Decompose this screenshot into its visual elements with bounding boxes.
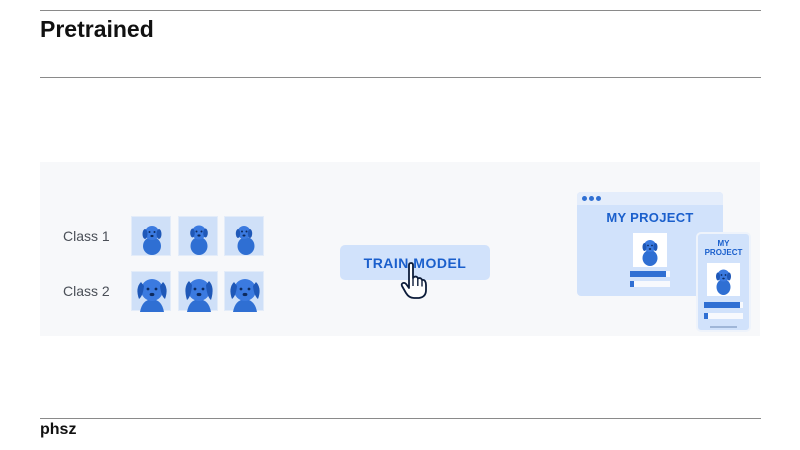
class-1-sample	[224, 216, 264, 256]
phone-confidence-bar-track	[704, 302, 743, 308]
puppy-icon	[190, 225, 208, 255]
window-dot	[582, 196, 587, 201]
confidence-bar-fill	[630, 281, 634, 287]
class-1-label: Class 1	[63, 228, 110, 244]
window-titlebar	[577, 192, 723, 205]
phone-confidence-bar-track	[704, 313, 743, 319]
phone-title-line-1: MY	[717, 239, 730, 248]
puppy-icon	[142, 226, 162, 255]
phone-confidence-bar-fill	[704, 302, 740, 308]
phone-title: MY PROJECT	[698, 239, 749, 257]
footer-divider	[40, 418, 761, 419]
puppy-icon	[716, 269, 731, 295]
puppy-icon	[642, 240, 658, 266]
phone-prediction-image	[707, 263, 740, 296]
confidence-bar-fill	[630, 271, 666, 277]
project-window-title: MY PROJECT	[606, 210, 694, 225]
top-divider	[40, 10, 761, 11]
teachable-machine-banner: Class 1 Class 2	[40, 162, 760, 336]
class-1-sample	[131, 216, 171, 256]
puppy-icon	[235, 226, 255, 255]
phone-confidence-bar-fill	[704, 313, 708, 319]
dog-face-icon	[137, 279, 167, 312]
class-2-sample	[224, 271, 264, 312]
class-2-label: Class 2	[63, 283, 110, 299]
phone-home-indicator	[710, 326, 737, 328]
hand-pointer-icon	[400, 262, 428, 300]
window-dot	[596, 196, 601, 201]
confidence-bar-track	[630, 281, 670, 287]
project-window: MY PROJECT	[577, 192, 723, 296]
prediction-image	[633, 233, 667, 267]
window-dot	[589, 196, 594, 201]
page-title: Pretrained	[40, 16, 154, 42]
class-2-sample	[178, 271, 218, 312]
phone-title-line-2: PROJECT	[704, 248, 743, 257]
phone-preview: MY PROJECT	[696, 232, 751, 332]
confidence-bar-track	[630, 271, 670, 277]
dog-face-icon	[185, 279, 213, 312]
title-divider	[40, 77, 761, 78]
footer-text: phsz	[40, 421, 77, 438]
train-model-button[interactable]: TRAIN MODEL	[340, 245, 490, 280]
dog-face-icon	[230, 279, 260, 312]
class-2-sample	[131, 271, 171, 312]
class-1-sample	[178, 216, 218, 256]
